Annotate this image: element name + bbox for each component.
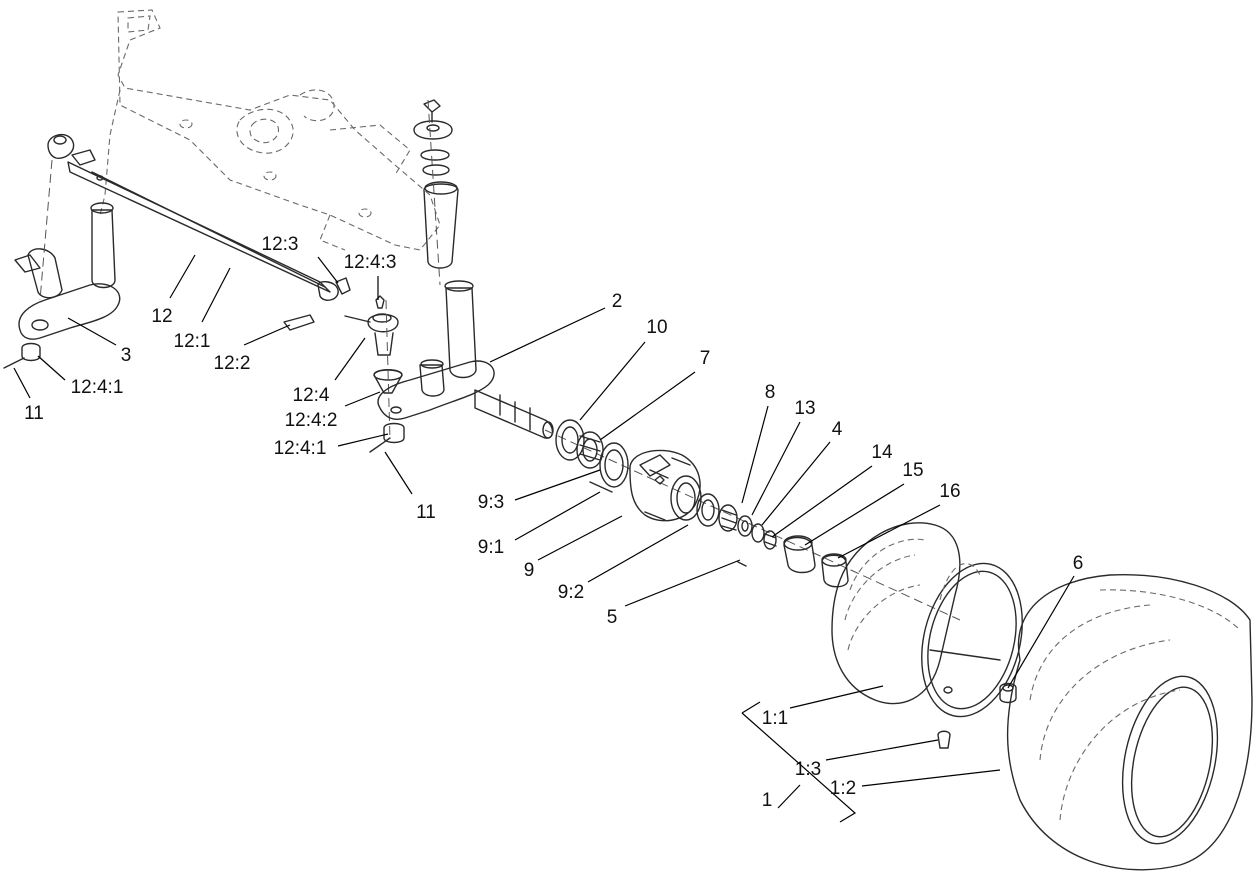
callout-label-9-2: 9:2: [558, 582, 584, 603]
callout-label-11: 11: [416, 502, 436, 523]
callout-bracket: [741, 701, 857, 823]
callout-label-8: 8: [765, 382, 776, 403]
leader-line-3: [67, 317, 117, 346]
kingpin-stack: [413, 99, 459, 286]
dust-cap: [783, 535, 849, 588]
leader-line-15: [804, 483, 905, 546]
castle-nut-right: [369, 422, 405, 453]
leader-line-7: [599, 371, 696, 441]
bearing-seal: [555, 419, 604, 469]
callout-label-9-3: 9:3: [478, 492, 504, 513]
callout-label-9: 9: [524, 560, 535, 581]
leader-line-12-4-1: [337, 433, 389, 447]
leader-line-9-3: [514, 469, 601, 501]
callout-label-3: 3: [121, 345, 132, 366]
callout-label-12-3: 12:3: [262, 234, 299, 255]
wheel-hub: [589, 442, 702, 522]
callout-label-1-1: 1:1: [762, 708, 788, 729]
wheel-rim: [831, 522, 1023, 718]
frame-outline: [99, 9, 441, 251]
leader-line-11: [13, 367, 31, 399]
callout-label-11: 11: [24, 403, 44, 424]
tire: [1006, 573, 1253, 871]
bearing-washers: [696, 493, 777, 550]
callout-label-10: 10: [646, 317, 667, 338]
left-spindle: [14, 202, 121, 340]
leader-line-2: [489, 307, 606, 363]
callout-label-16: 16: [939, 481, 960, 502]
leader-line-12-4-1: [37, 355, 66, 381]
callout-label-12-4: 12:4: [293, 385, 330, 406]
leader-line-11: [384, 451, 413, 495]
leader-line-16: [837, 504, 941, 559]
leader-line-12-2: [243, 324, 291, 346]
callout-label-15: 15: [902, 460, 923, 481]
callout-label-7: 7: [700, 348, 711, 369]
callout-label-12-2: 12:2: [214, 353, 251, 374]
leader-line-10: [579, 341, 646, 421]
leader-line-12: [169, 254, 196, 299]
callout-label-5: 5: [607, 607, 618, 628]
callout-label-14: 14: [871, 442, 893, 463]
callout-label-1-2: 1:2: [830, 778, 856, 799]
callout-label-12-4-3: 12:4:3: [344, 252, 397, 273]
leader-line-13: [751, 421, 801, 516]
callout-label-9-1: 9:1: [478, 537, 504, 558]
leader-line-12-4-2: [344, 391, 381, 407]
leader-line-5: [624, 559, 741, 607]
callout-label-12: 12: [151, 306, 172, 327]
leader-line-6: [1007, 575, 1075, 689]
leader-line-12-3: [317, 256, 339, 284]
ball-joint: [344, 295, 403, 441]
callout-label-2: 2: [612, 291, 623, 312]
callout-label-1-3: 1:3: [795, 759, 821, 780]
callout-label-12-4-1: 12:4:1: [274, 438, 327, 459]
callout-label-12-4-1: 12:4:1: [71, 377, 124, 398]
leader-line-1-1: [789, 685, 884, 709]
callout-label-6: 6: [1073, 553, 1084, 574]
cotter-pin: [737, 561, 747, 567]
leader-line-9-1: [514, 491, 601, 541]
callout-label-12-4-2: 12:4:2: [285, 410, 338, 431]
callout-label-1: 1: [762, 790, 773, 811]
leader-line-1-2: [861, 769, 1001, 787]
castle-nut-left: [3, 342, 41, 369]
leader-line-14: [771, 465, 873, 538]
leader-line-9: [537, 515, 623, 561]
leader-line-8: [741, 405, 769, 504]
callout-label-12-1: 12:1: [174, 331, 211, 352]
leader-line-4: [761, 441, 831, 526]
right-spindle: [377, 280, 554, 439]
valve-stem: [937, 730, 951, 749]
leader-line-1-3: [825, 739, 939, 761]
tie-rod: [39, 133, 351, 331]
leader-line-9-2: [587, 524, 689, 583]
leader-line-12-1: [201, 267, 231, 323]
leader-line-12-4: [334, 337, 366, 381]
callout-labels: 12:312:4:31212:112:2312:4:11112:412:4:21…: [13, 234, 1084, 811]
callout-label-4: 4: [832, 419, 843, 440]
callout-label-13: 13: [794, 398, 815, 419]
